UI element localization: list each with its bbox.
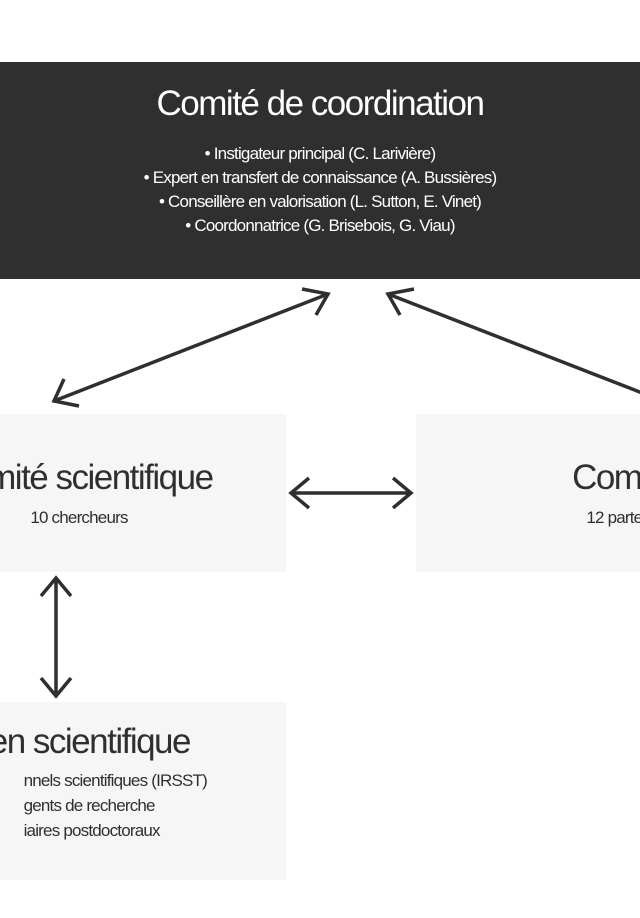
support-member-line: gents de recherche <box>23 796 156 815</box>
arrow-coord-scientific <box>53 292 329 403</box>
coordination-member-line: • Instigateur principal (C. Larivière) <box>204 144 436 163</box>
scientific-support-box: en scientifique nnels scientifiques (IRS… <box>0 702 286 880</box>
partner-committee-title: Comité <box>572 458 640 497</box>
arrow-head-coord-right <box>385 287 415 316</box>
scientific-committee-box: Comité scientifique 10 chercheurs <box>0 414 286 572</box>
coordination-committee-members: • Instigateur principal (C. Larivière) •… <box>0 142 640 238</box>
partner-committee-box: Comité 12 partena <box>416 414 640 572</box>
coordination-committee-title: Comité de coordination <box>156 84 485 123</box>
scientific-support-members: nnels scientifiques (IRSST) gents de rec… <box>23 768 208 843</box>
coordination-member-line: • Conseillère en valorisation (L. Sutton… <box>158 192 482 211</box>
partner-committee-subtitle: 12 partena <box>586 508 640 527</box>
support-member-line: iaires postdoctoraux <box>23 821 161 840</box>
coordination-member-line: • Expert en transfert de connaissance (A… <box>143 168 498 187</box>
coordination-committee-box: Comité de coordination • Instigateur pri… <box>0 62 640 279</box>
scientific-committee-subtitle: 10 chercheurs <box>30 508 128 527</box>
support-member-line: nnels scientifiques (IRSST) <box>23 771 208 790</box>
coordination-member-line: • Coordonnatrice (G. Brisebois, G. Viau) <box>185 216 455 235</box>
arrow-head-down <box>39 676 73 699</box>
arrow-coord-partners <box>387 292 640 394</box>
arrow-head-up <box>39 575 73 598</box>
scientific-support-title: en scientifique <box>0 722 192 761</box>
scientific-committee-title: Comité scientifique <box>0 458 214 497</box>
arrow-head-left <box>288 476 311 510</box>
arrow-head-right <box>391 476 414 510</box>
arrow-head-coord <box>301 287 331 316</box>
arrow-head-scientific <box>51 378 80 408</box>
